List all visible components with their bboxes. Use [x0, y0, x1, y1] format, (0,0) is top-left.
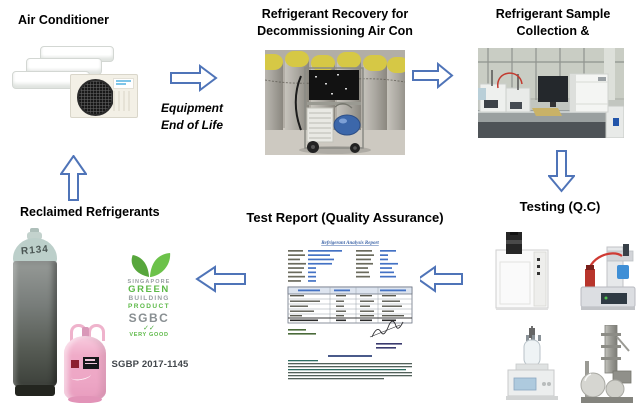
arrow-up-icon — [60, 155, 87, 201]
equipment-end-of-life-label: Equipment End of Life — [146, 100, 238, 134]
sample-collection-title: Refrigerant Sample Collection & — [478, 6, 628, 40]
outdoor-unit-vents — [113, 91, 133, 111]
brand-logo — [113, 78, 134, 89]
r134-cylinder-image: R134 — [12, 228, 58, 398]
sample-title-line2: Collection & — [516, 24, 590, 38]
rotary-evaporator-image — [580, 325, 633, 403]
green-leaves-icon — [131, 253, 171, 277]
gas-chromatograph-image — [495, 232, 549, 310]
signature-scribble — [369, 320, 404, 338]
test-report-title: Test Report (Quality Assurance) — [246, 210, 444, 225]
sgbp-certificate-code: SGBP 2017-1145 — [111, 359, 189, 370]
sample-collection-lab-image — [478, 48, 624, 138]
air-conditioner-image — [8, 46, 138, 120]
outdoor-fan-grille — [77, 79, 114, 116]
recovery-title-line2: Decommissioning Air Con — [257, 24, 413, 38]
sgbc-word-product: PRODUCT — [128, 303, 170, 310]
recovery-title-line1: Refrigerant Recovery for — [261, 7, 409, 21]
pink-refrigerant-cylinder-image — [63, 324, 107, 408]
report-document-heading: Refrigerant Analysis Report — [321, 241, 379, 246]
titrator-image — [580, 244, 636, 310]
sample-title-line1: Refrigerant Sample — [495, 7, 611, 21]
air-conditioner-title: Air Conditioner — [18, 13, 109, 27]
arrow-left-icon — [195, 265, 246, 293]
eol-line2: End of Life — [161, 118, 223, 132]
eol-line1: Equipment — [161, 101, 223, 115]
arrow-left-icon — [416, 265, 463, 293]
testing-title: Testing (Q.C) — [519, 199, 601, 214]
test-report-document-image: Refrigerant Analysis Report — [280, 233, 420, 383]
arrow-right-icon — [412, 62, 454, 89]
arrow-down-icon — [548, 150, 575, 193]
reclaimed-title: Reclaimed Refrigerants — [20, 205, 160, 219]
sgbc-word-building: BUILDING — [128, 295, 170, 302]
arrow-right-icon — [170, 64, 218, 92]
recovery-title: Refrigerant Recovery for Decommissioning… — [240, 6, 430, 40]
karl-fischer-titrator-image — [506, 326, 558, 400]
sgbc-green-building-logo: SINGAPORE GREEN BUILDING PRODUCT SGBC ✓✓… — [120, 252, 178, 339]
sgbc-country: SINGAPORE — [127, 279, 171, 285]
outdoor-ac-unit — [70, 74, 138, 118]
sgbc-word-green: GREEN — [128, 284, 170, 295]
sgbc-org: SGBC — [128, 311, 170, 325]
sgbc-rating: VERY GOOD — [129, 332, 169, 338]
refrigerant-recovery-machine-image — [265, 50, 405, 155]
sgbc-checkmarks-icon: ✓✓ — [143, 325, 155, 332]
